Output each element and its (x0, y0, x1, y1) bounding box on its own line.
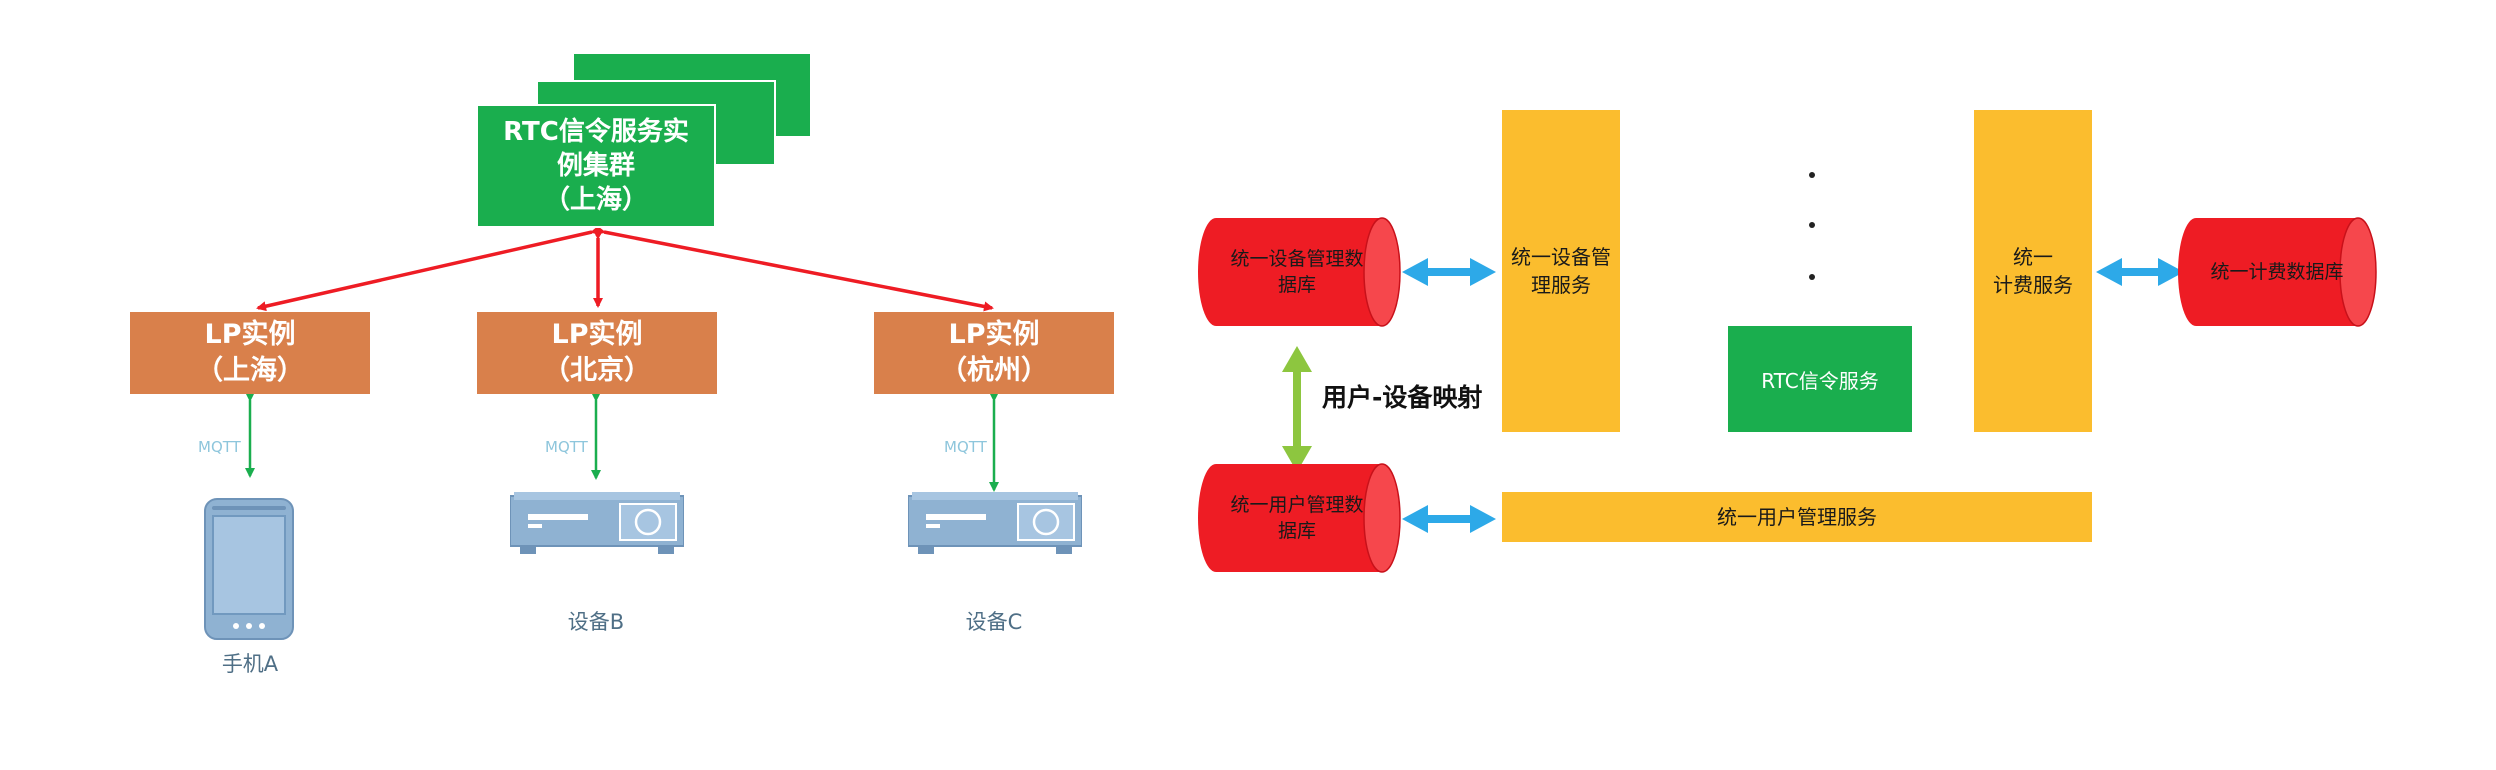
lp-beijing-location: （北京） (543, 355, 651, 386)
billing-service-line-2: 计费服务 (1993, 273, 2073, 297)
user-db-line-2: 据库 (1277, 520, 1316, 542)
lp-shanghai-title: LP实例 (204, 319, 296, 350)
device-c-label: 设备C (965, 610, 1023, 634)
device-service-line-2: 理服务 (1531, 273, 1591, 297)
user-db: 统一用户管理数 据库 (1212, 464, 1382, 572)
lp-shanghai-location: （上海） (196, 355, 304, 386)
rtc-signaling-cluster: RTC信令服务实 例集群 （上海） (476, 104, 716, 228)
ellipsis-dot (1809, 274, 1815, 280)
device-db-line-2: 据库 (1277, 274, 1316, 296)
billing-db-cylinder (2178, 217, 2377, 327)
user-service-label: 统一用户管理服务 (1717, 505, 1877, 529)
mqtt-label-device-c: MQTT (944, 438, 987, 456)
cluster-line-1: RTC信令服务实 (503, 117, 689, 147)
ellipsis-dot (1809, 172, 1815, 178)
lp-hangzhou-title: LP实例 (948, 319, 1040, 350)
phone-icon (204, 498, 294, 640)
lp-instance-beijing: LP实例 （北京） (477, 312, 717, 394)
rtc-signaling-service: RTC信令服务 (1728, 326, 1912, 432)
device-db: 统一设备管理数 据库 (1212, 218, 1382, 326)
billing-service-line-1: 统一 (2013, 245, 2053, 269)
link-cluster-lp-shanghai (256, 225, 601, 312)
link-device-db-user-db (1282, 346, 1312, 472)
device-management-service: 统一设备管 理服务 (1502, 110, 1620, 432)
cluster-line-2: 例集群 (556, 151, 635, 181)
mqtt-label-phone: MQTT (198, 438, 241, 456)
ellipsis-dot (1809, 222, 1815, 228)
device-db-line-1: 统一设备管理数 (1230, 248, 1364, 270)
device-service-line-1: 统一设备管 (1511, 245, 1611, 269)
link-device-db-device-service (1402, 258, 1496, 286)
device-b-label: 设备B (567, 610, 625, 634)
phone-a-label: 手机A (221, 652, 279, 676)
set-top-box-icon (510, 492, 684, 554)
user-db-line-1: 统一用户管理数 (1230, 494, 1364, 516)
user-db-cylinder (1198, 463, 1401, 573)
device-db-cylinder (1198, 217, 1401, 327)
link-billing-service-billing-db (2096, 258, 2184, 286)
rtc-service-label: RTC信令服务 (1761, 368, 1879, 393)
link-user-db-user-service (1402, 505, 1496, 533)
lp-hangzhou-location: （杭州） (940, 355, 1048, 386)
lp-beijing-title: LP实例 (551, 319, 643, 350)
lp-instance-hangzhou: LP实例 （杭州） (874, 312, 1114, 394)
user-device-mapping-label: 用户-设备映射 (1322, 383, 1483, 412)
lp-instance-shanghai: LP实例 （上海） (130, 312, 370, 394)
user-management-service: 统一用户管理服务 (1502, 492, 2092, 542)
link-cluster-lp-hangzhou (595, 225, 994, 312)
billing-db: 统一计费数据库 (2196, 218, 2358, 326)
billing-db-label: 统一计费数据库 (2210, 261, 2344, 283)
set-top-box-icon (908, 492, 1082, 554)
mqtt-label-device-b: MQTT (545, 438, 588, 456)
cluster-line-3: （上海） (543, 185, 648, 215)
billing-service: 统一 计费服务 (1974, 110, 2092, 432)
